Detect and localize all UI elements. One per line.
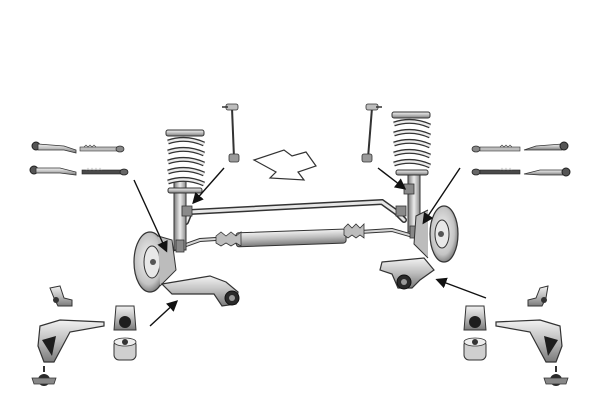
rack-boot-right	[343, 223, 365, 239]
stabilizer-bracket-left	[181, 205, 193, 217]
inner-tie-rod-icon	[79, 144, 125, 153]
coil-spring-icon	[391, 111, 432, 176]
control-arm-icon	[37, 319, 105, 363]
pointer-arrow	[149, 300, 179, 327]
pointer-arrow	[133, 179, 168, 253]
bushing-icon	[113, 305, 137, 331]
pointer-arrow	[377, 167, 407, 190]
coil-spring-icon	[165, 129, 206, 194]
brake-disc-icon	[413, 205, 459, 263]
control-arm-icon	[495, 319, 563, 363]
rack-boot-left	[215, 231, 242, 247]
tie-rod-end-icon	[523, 167, 571, 177]
ball-joint-icon	[543, 366, 569, 386]
pointer-arrow	[192, 167, 225, 205]
bushing-icon	[113, 337, 137, 361]
control-arm-icon	[379, 257, 435, 290]
inner-tie-rod-icon	[81, 167, 129, 176]
stabilizer-link-icon	[361, 103, 382, 163]
bushing-icon	[463, 305, 487, 331]
pointer-arrow	[435, 277, 487, 299]
stabilizer-bar	[183, 198, 407, 225]
stabilizer-link-icon	[222, 103, 240, 163]
steering-rack-icon	[171, 223, 421, 252]
pointer-arrow	[422, 167, 461, 225]
tie-rod-end-icon	[31, 141, 77, 154]
ball-joint-icon	[527, 285, 549, 307]
pointer-arrows	[133, 167, 487, 327]
direction-arrow-icon	[252, 149, 317, 181]
bushing-icon	[463, 337, 487, 361]
inner-tie-rod-icon	[471, 167, 521, 176]
ball-joint-icon	[49, 285, 73, 307]
inner-tie-rod-icon	[471, 144, 521, 153]
tie-rod-end-icon	[523, 141, 569, 151]
tie-rod-end-icon	[29, 165, 77, 176]
ball-joint-icon	[31, 366, 57, 386]
control-arm-icon	[160, 275, 240, 307]
